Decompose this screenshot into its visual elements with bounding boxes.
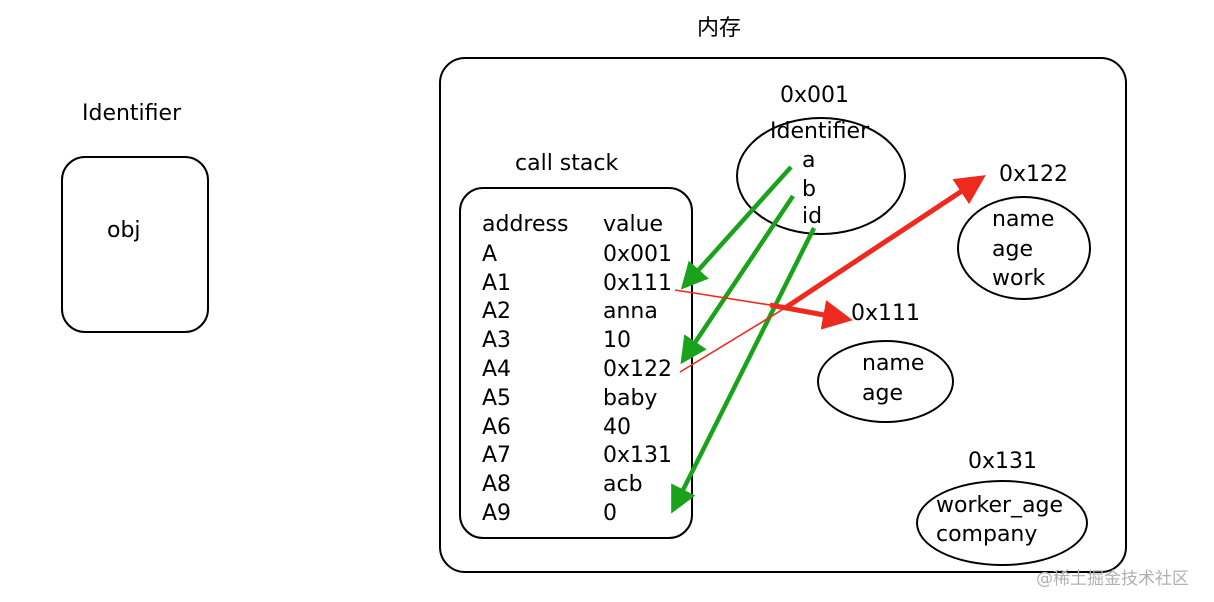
heap-field: Identifier bbox=[770, 119, 870, 144]
stack-value: 0x131 bbox=[603, 443, 673, 468]
stack-value: anna bbox=[603, 299, 658, 324]
stack-address: A1 bbox=[482, 271, 512, 296]
call-stack-header-address: address bbox=[482, 212, 569, 237]
heap-field: name bbox=[862, 351, 925, 376]
heap-address-0x131: 0x131 bbox=[968, 449, 1038, 474]
stack-address: A6 bbox=[482, 415, 512, 440]
memory-container bbox=[439, 57, 1127, 573]
stack-value: acb bbox=[603, 472, 643, 497]
stack-address: A9 bbox=[482, 501, 512, 526]
memory-title: 内存 bbox=[697, 16, 742, 41]
heap-address-0x111: 0x111 bbox=[851, 301, 921, 326]
heap-field: a bbox=[802, 148, 816, 173]
stack-address: A2 bbox=[482, 299, 512, 324]
heap-field: worker_age bbox=[936, 493, 1064, 518]
heap-object-0x131 bbox=[916, 480, 1088, 566]
stack-address: A bbox=[482, 242, 498, 267]
heap-address-0x001: 0x001 bbox=[780, 83, 850, 108]
stack-value: 0x001 bbox=[603, 242, 673, 267]
stack-value: 10 bbox=[603, 328, 631, 353]
watermark: @稀土掘金技术社区 bbox=[1036, 569, 1189, 589]
heap-field: company bbox=[936, 522, 1038, 547]
stack-value: 0 bbox=[603, 501, 617, 526]
call-stack-header-value: value bbox=[603, 212, 664, 237]
heap-field: id bbox=[802, 204, 823, 229]
heap-field: name bbox=[992, 207, 1055, 232]
stack-value: baby bbox=[603, 386, 658, 411]
identifier-panel-title: Identifier bbox=[82, 101, 182, 126]
heap-field: age bbox=[862, 381, 903, 406]
heap-address-0x122: 0x122 bbox=[999, 162, 1069, 187]
heap-field: work bbox=[992, 266, 1046, 291]
stack-value: 0x111 bbox=[603, 271, 673, 296]
stack-address: A7 bbox=[482, 443, 512, 468]
stack-address: A4 bbox=[482, 357, 512, 382]
heap-field: age bbox=[992, 237, 1033, 262]
stack-value: 40 bbox=[603, 415, 631, 440]
heap-field: b bbox=[802, 177, 816, 202]
stack-value: 0x122 bbox=[603, 357, 673, 382]
heap-object-0x111 bbox=[817, 340, 954, 423]
stack-address: A8 bbox=[482, 472, 512, 497]
stack-address: A3 bbox=[482, 328, 512, 353]
stack-address: A5 bbox=[482, 386, 512, 411]
identifier-panel bbox=[61, 156, 209, 333]
call-stack-title: call stack bbox=[515, 151, 619, 176]
identifier-panel-content: obj bbox=[107, 218, 141, 243]
